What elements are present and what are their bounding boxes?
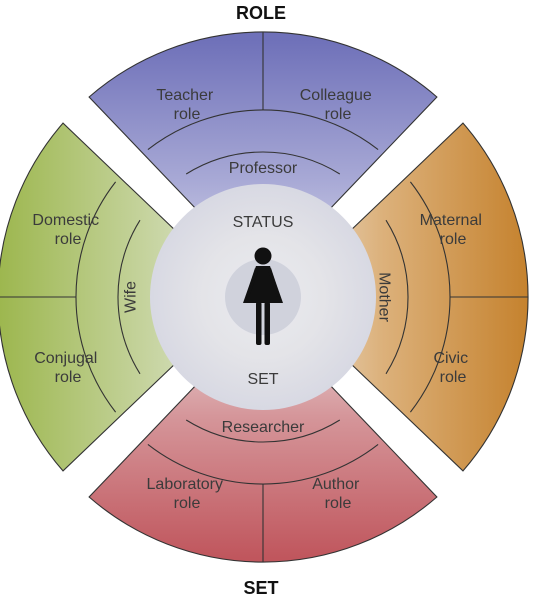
bottom-role-sector: [88, 314, 438, 563]
woman-figure-icon: [243, 247, 283, 345]
right-role-sector: [280, 122, 529, 472]
bottom-inner-ring: [185, 419, 341, 443]
top-role-sector: [88, 31, 438, 280]
inner-set-label: SET: [247, 371, 278, 388]
conjugal-role-label: Conjugal role: [34, 350, 102, 386]
set-heading: SET: [243, 578, 278, 598]
left-inner-ring: [117, 219, 141, 375]
right-inner-ring: [385, 219, 409, 375]
mother-status-label: Mother: [376, 272, 393, 322]
author-role-label: Author role: [312, 476, 364, 512]
role-heading: ROLE: [236, 3, 286, 23]
laboratory-role-label: Laboratory role: [147, 476, 228, 512]
professor-status-label: Professor: [229, 160, 298, 177]
teacher-role-label: Teacher role: [156, 87, 217, 123]
top-inner-ring: [185, 151, 341, 175]
status-label: STATUS: [233, 214, 294, 231]
left-role-sector: [0, 122, 246, 472]
ring-lines: [0, 32, 528, 562]
colleague-role-label: Colleague role: [300, 87, 377, 123]
civic-role-label: Civic role: [433, 350, 472, 386]
researcher-status-label: Researcher: [222, 419, 305, 436]
wife-status-label: Wife: [123, 281, 140, 313]
maternal-role-label: Maternal role: [420, 212, 487, 248]
domestic-role-label: Domestic role: [32, 212, 103, 248]
